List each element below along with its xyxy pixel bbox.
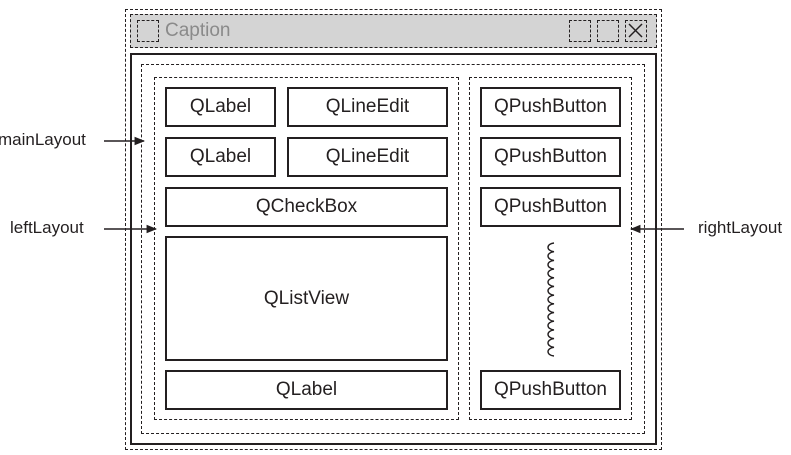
window-caption: Caption [165, 20, 231, 41]
line-edit-widget[interactable]: QLineEdit [287, 137, 448, 177]
main-layout-box [141, 64, 645, 434]
push-button[interactable]: QPushButton [480, 187, 621, 227]
list-view-widget[interactable]: QListView [165, 236, 448, 361]
line-edit-widget[interactable]: QLineEdit [287, 87, 448, 127]
right-layout-annotation: rightLayout [698, 218, 783, 237]
label-widget: QLabel [165, 137, 276, 177]
client-area [130, 53, 657, 445]
window-menu-icon[interactable] [137, 20, 159, 42]
label-widget: QLabel [165, 87, 276, 127]
push-button[interactable]: QPushButton [480, 370, 621, 410]
maximize-icon[interactable] [597, 20, 619, 42]
checkbox-widget[interactable]: QCheckBox [165, 187, 448, 227]
right-layout-box [469, 77, 632, 420]
left-layout-box [154, 77, 459, 420]
minimize-icon[interactable] [569, 20, 591, 42]
main-layout-annotation: mainLayout [0, 130, 86, 149]
close-icon[interactable] [625, 20, 647, 42]
push-button[interactable]: QPushButton [480, 87, 621, 127]
left-layout-annotation: leftLayout [10, 218, 84, 237]
push-button[interactable]: QPushButton [480, 137, 621, 177]
spacer-spring [547, 242, 555, 357]
label-widget: QLabel [165, 370, 448, 410]
